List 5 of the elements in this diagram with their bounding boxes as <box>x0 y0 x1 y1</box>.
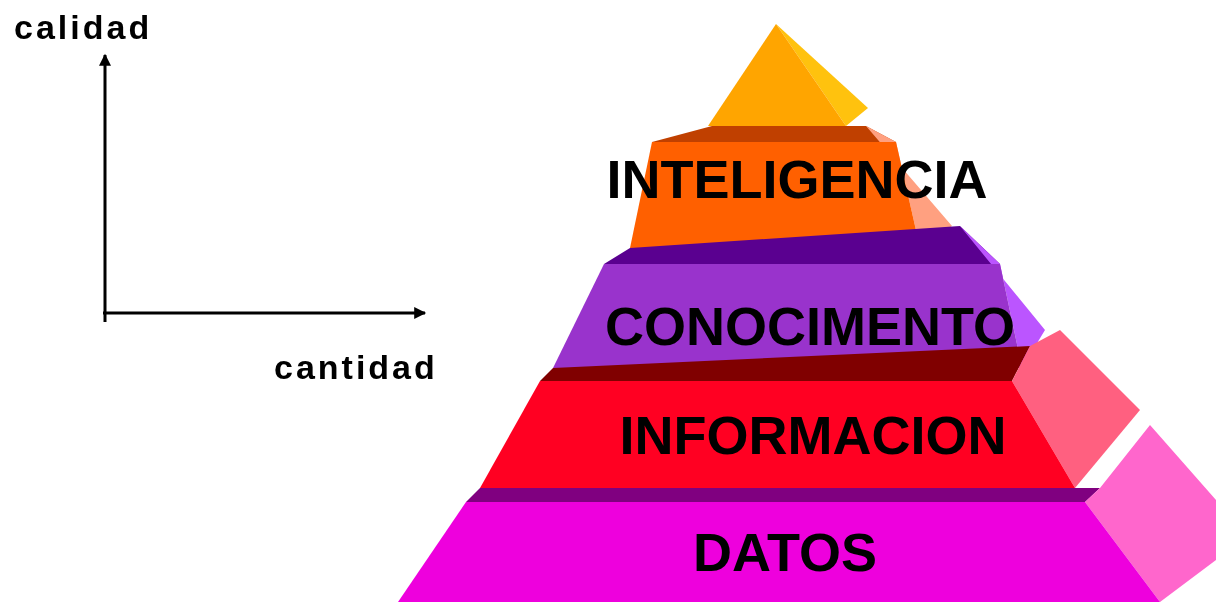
layer-label: CONOCIMENTO <box>604 296 1016 356</box>
axis-label: cantidad <box>274 348 438 387</box>
axis-label: calidad <box>14 8 153 47</box>
layer-label: INFORMACION <box>618 405 1008 465</box>
layer-label: DATOS <box>692 522 878 582</box>
